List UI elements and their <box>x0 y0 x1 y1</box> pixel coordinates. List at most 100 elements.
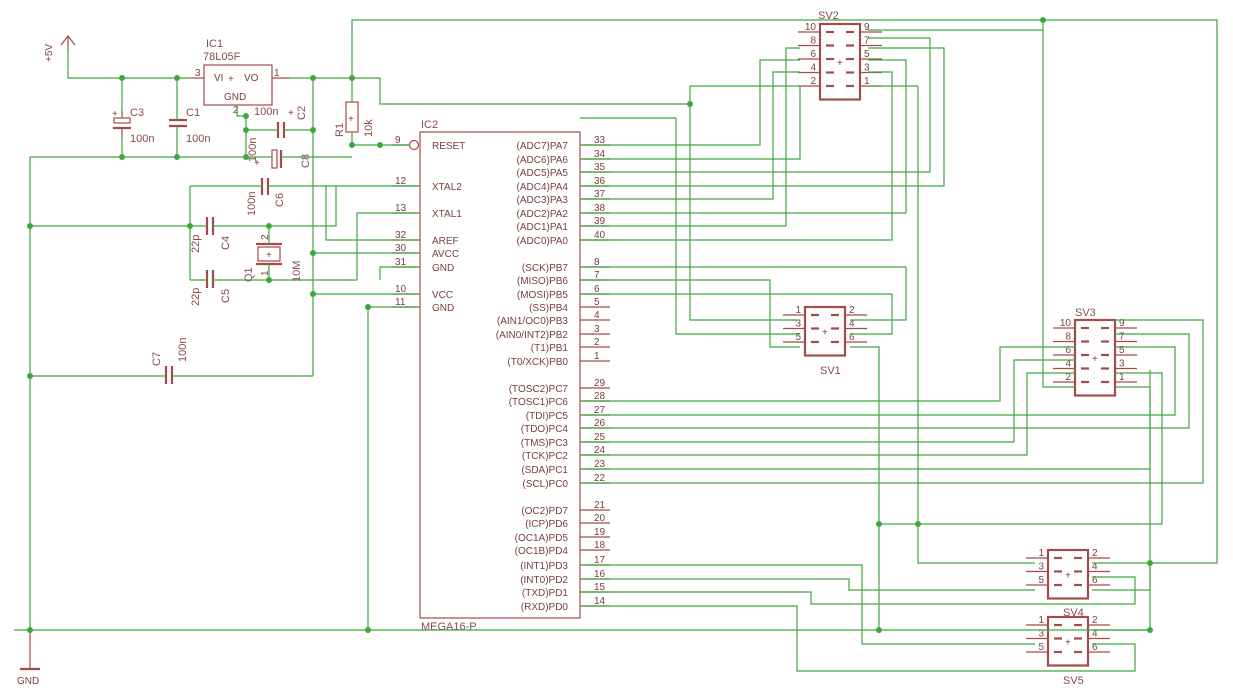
ic2-pin-number: 23 <box>594 459 606 470</box>
sv1-pin-label: 6 <box>849 332 855 343</box>
ic2-pin-name: (ICP)PD6 <box>525 519 568 530</box>
ic2-pin-name: XTAL2 <box>432 182 462 193</box>
ic2-name: IC2 <box>421 119 438 131</box>
junction-dots <box>27 17 1153 633</box>
ic2-body[interactable] <box>419 131 581 619</box>
gnd-symbol-icon <box>20 630 40 671</box>
gnd-label: GND <box>17 676 39 687</box>
c4-value: 22p <box>190 235 202 253</box>
ic2-pin-name: (INT1)PD3 <box>520 561 568 572</box>
sv3-pin-label: 3 <box>1119 359 1125 370</box>
ic2-pin-number: 28 <box>594 391 606 402</box>
r1-plus-marker: + <box>348 114 354 125</box>
junction-dot <box>687 101 693 107</box>
sv2-pin-label: 8 <box>810 36 816 47</box>
c1-capacitor[interactable] <box>169 118 187 128</box>
sv3-pin-label: 6 <box>1065 345 1071 356</box>
ic2-pin-name: (AIN1/OC0)PB3 <box>497 316 569 327</box>
sv2-pin-label: 2 <box>810 76 816 87</box>
q1-plus-marker: + <box>266 250 272 261</box>
ic2-pin-number: 26 <box>594 418 606 429</box>
c7-capacitor[interactable] <box>164 366 174 384</box>
ic2-pin-name: (TDO)PC4 <box>521 424 569 435</box>
ic2-pin-number: 24 <box>594 445 606 456</box>
c2-capacitor[interactable] <box>276 122 286 138</box>
c6-capacitor[interactable] <box>260 178 270 195</box>
sv4-pin-label: 4 <box>1092 562 1098 573</box>
ic2-pin-number: 5 <box>594 297 600 308</box>
ic2-pin-name: AREF <box>432 236 459 247</box>
junction-dot <box>27 373 33 379</box>
sv4-pin-label: 1 <box>1038 548 1044 559</box>
c4-name: C4 <box>220 236 232 250</box>
ic2-pin-name: GND <box>432 263 454 274</box>
ic2-pin-number: 10 <box>395 284 407 295</box>
sv5-pin-label: 4 <box>1092 629 1098 640</box>
sv1-pin-label: 5 <box>795 332 801 343</box>
ic2-pin-number: 38 <box>594 203 606 214</box>
ic2-pin-number: 22 <box>594 473 606 484</box>
ic1-gnd-label: GND <box>224 92 246 103</box>
wires <box>14 19 1218 672</box>
ic2-pin-name: (ADC1)PA1 <box>517 222 569 233</box>
junction-dot <box>27 627 33 633</box>
junction-dot <box>1040 17 1046 23</box>
ic2-pin-name: (TOSC1)PC6 <box>509 397 569 408</box>
junction-dot <box>243 154 249 160</box>
ic1-body[interactable] <box>203 64 273 106</box>
sv1-pin-label: 1 <box>795 305 801 316</box>
junction-dot <box>243 127 249 133</box>
c5-capacitor[interactable] <box>205 270 215 288</box>
sv2-name: SV2 <box>818 10 839 22</box>
ic2-pin-name: (T1)PB1 <box>531 343 569 354</box>
ic1-name: IC1 <box>206 38 223 50</box>
ic2-pin-number: 1 <box>594 351 600 362</box>
junction-dot <box>915 521 921 527</box>
c8-capacitor[interactable] <box>271 149 283 169</box>
junction-dot <box>1147 627 1153 633</box>
ic2-pin-name: (AIN0/INT2)PB2 <box>496 330 569 341</box>
ic2-pin-number: 31 <box>395 257 407 268</box>
ic2-pin-name: (ADC6)PA6 <box>517 155 569 166</box>
c3-capacitor[interactable] <box>113 110 131 138</box>
junction-dot <box>310 250 316 256</box>
sv2-pin-label: 4 <box>810 63 816 74</box>
ic2-pin-name: (SCK)PB7 <box>522 263 569 274</box>
c1-name: C1 <box>186 107 200 119</box>
sv3-pin-label: 7 <box>1119 332 1125 343</box>
ic2-pin-name: (ADC0)PA0 <box>517 236 569 247</box>
ic1-vi-label: VI <box>214 73 223 84</box>
ic2-pin-number: 36 <box>594 176 606 187</box>
sv3-pin-label: 8 <box>1065 332 1071 343</box>
junction-dot <box>174 154 180 160</box>
ic2-pin-name: (ADC4)PA4 <box>517 182 569 193</box>
sv5-pin-label: 3 <box>1038 629 1044 640</box>
sv2-pin-label: 3 <box>864 63 870 74</box>
vcc-label: +5V <box>44 44 55 62</box>
c4-capacitor[interactable] <box>205 217 215 235</box>
sv5-plus-marker: + <box>1065 637 1071 648</box>
ic2-right-pins: (ADC7)PA733(ADC6)PA634(ADC5)PA535(ADC4)P… <box>496 135 610 613</box>
c8-value: 100n <box>247 138 259 162</box>
junction-dot <box>365 304 371 310</box>
ic2-left-pins: RESET9XTAL212XTAL113AREF32AVCC30GND31VCC… <box>392 135 465 314</box>
